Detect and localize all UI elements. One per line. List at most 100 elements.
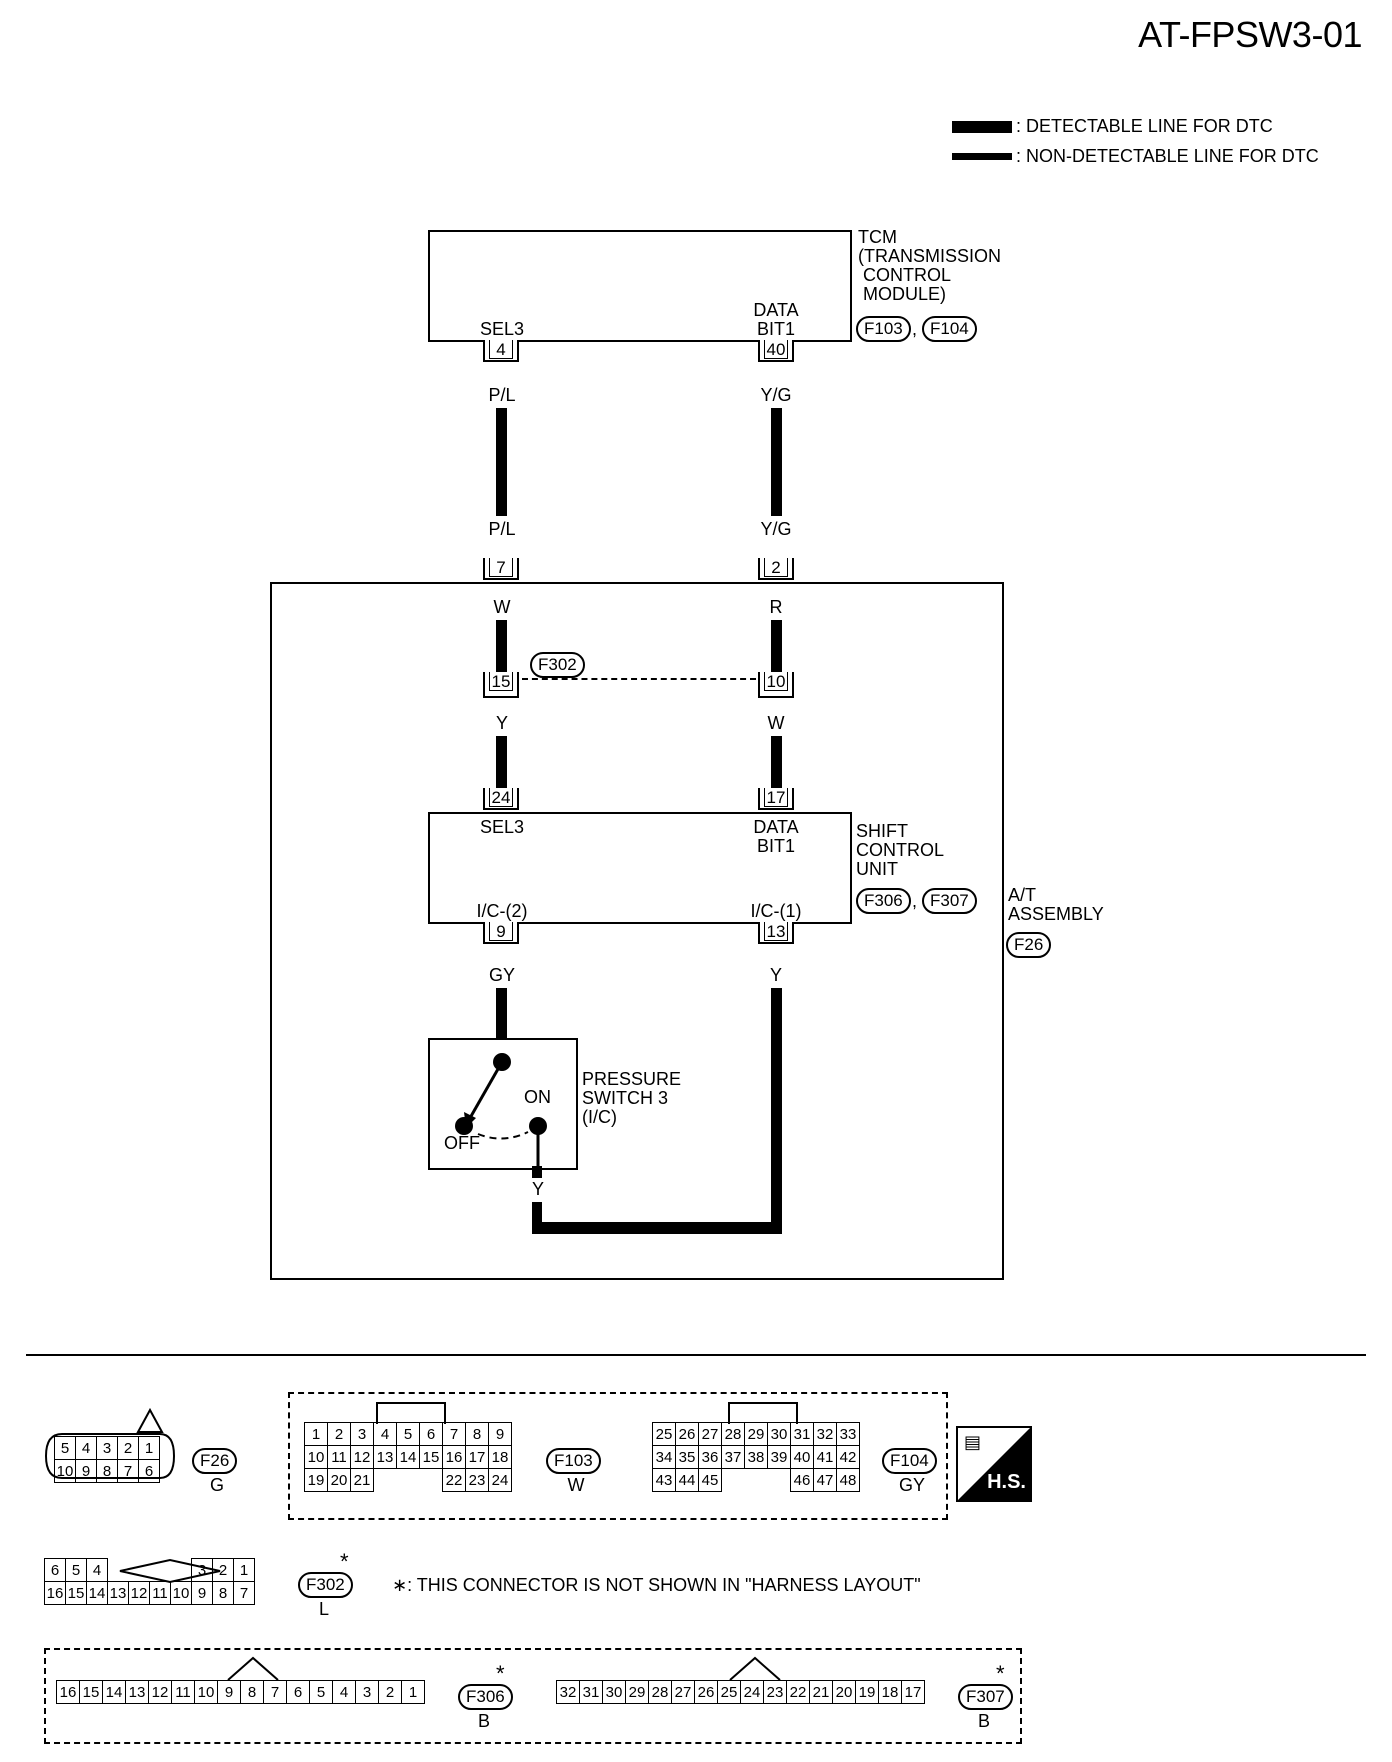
- f307-pin: 18: [878, 1680, 902, 1704]
- thick-line-swatch: [952, 120, 1012, 133]
- f104-pin: 31: [790, 1422, 814, 1446]
- f103-label: F103: [546, 1448, 601, 1474]
- f306-pin: 7: [263, 1680, 287, 1704]
- f302-pin: 11: [149, 1581, 171, 1605]
- f104-pin: 25: [652, 1422, 676, 1446]
- f306-row: 16 15 14 13 12 11 10 9 8 7 6 5 4 3 2 1: [56, 1680, 425, 1704]
- f103-pin: 12: [350, 1445, 374, 1469]
- scu-name: SHIFT CONTROL UNIT: [856, 821, 945, 879]
- wire-color-gy: GY: [488, 965, 516, 985]
- f307-pin: 26: [694, 1680, 718, 1704]
- f104-pin: 26: [675, 1422, 699, 1446]
- f104-pin: 34: [652, 1445, 676, 1469]
- f103-pin: 9: [488, 1422, 512, 1446]
- f104-row-1: 25 26 27 28 29 30 31 32 33: [652, 1422, 860, 1446]
- f307-key: [729, 1656, 781, 1680]
- connector-icon: ▤: [964, 1432, 982, 1452]
- switch-travel-arc: [477, 1131, 529, 1140]
- f306-pin: 2: [378, 1680, 402, 1704]
- f104-pin: 46: [790, 1468, 814, 1492]
- f103-pin: 15: [419, 1445, 443, 1469]
- f104-pin-grid: 25 26 27 28 29 30 31 32 33 34 35 36 37 3…: [652, 1422, 860, 1492]
- f103-pin: 24: [488, 1468, 512, 1492]
- legend-detectable: : DETECTABLE LINE FOR DTC: [952, 116, 1273, 137]
- f26-pin: 2: [117, 1436, 139, 1460]
- f302-pin: 12: [128, 1581, 150, 1605]
- f302-pin: 14: [86, 1581, 108, 1605]
- f26-pin: 9: [75, 1459, 97, 1483]
- wire-y-switch-down: [532, 1202, 542, 1234]
- wire-r: [771, 620, 782, 672]
- f104-pin: 42: [836, 1445, 860, 1469]
- f26-row-2: 10 9 8 7 6: [54, 1459, 160, 1483]
- scu-connector-group: [44, 1648, 1022, 1744]
- f103-pin: 5: [396, 1422, 420, 1446]
- f103-row-1: 1 2 3 4 5 6 7 8 9: [304, 1422, 512, 1446]
- f26-pin: 8: [96, 1459, 118, 1483]
- f103-pin: 13: [373, 1445, 397, 1469]
- f307-pin: 27: [671, 1680, 695, 1704]
- f302-pin: 4: [86, 1558, 108, 1582]
- f104-row-2: 34 35 36 37 38 39 40 41 42: [652, 1445, 860, 1469]
- harness-side-icon: ▤ H.S.: [956, 1426, 1032, 1502]
- f307-row: 32 31 30 29 28 27 26 25 24 23 22 21 20 1…: [556, 1680, 925, 1704]
- f306-pin: 13: [125, 1680, 149, 1704]
- f306-pin: 11: [171, 1680, 195, 1704]
- tcm-databit1-label: DATA BIT1: [753, 300, 799, 339]
- f307-pin: 25: [717, 1680, 741, 1704]
- f307-pin: 31: [579, 1680, 603, 1704]
- f103-pin: 11: [327, 1445, 351, 1469]
- f26-row-1: 5 4 3 2 1: [54, 1436, 160, 1460]
- f103-pin: 21: [350, 1468, 374, 1492]
- f307-color: B: [977, 1711, 991, 1731]
- wire-pl: [496, 408, 507, 516]
- f26-pin: 6: [138, 1459, 160, 1483]
- f103-row-3: 19 20 21 22 23 24: [304, 1468, 512, 1492]
- f103-pin: 4: [373, 1422, 397, 1446]
- f26-pin: 7: [117, 1459, 139, 1483]
- scu-ic1-label: I/C-(1): [750, 901, 802, 921]
- f26-pin-grid: 5 4 3 2 1 10 9 8 7 6: [54, 1436, 160, 1483]
- wire-color-yg-top: Y/G: [760, 385, 792, 405]
- f104-pin: 35: [675, 1445, 699, 1469]
- f104-pin: 27: [698, 1422, 722, 1446]
- f104-pin: 48: [836, 1468, 860, 1492]
- f104-row-3: 43 44 45 46 47 48: [652, 1468, 860, 1492]
- f302-row-1: 6 5 4 3 2 1: [44, 1558, 255, 1582]
- f104-pin: 45: [698, 1468, 722, 1492]
- f26-pin: 1: [138, 1436, 160, 1460]
- switch-arm: [468, 1061, 504, 1119]
- legend-detectable-label: : DETECTABLE LINE FOR DTC: [1016, 116, 1273, 136]
- f103-pin: 2: [327, 1422, 351, 1446]
- f307-pin: 17: [901, 1680, 925, 1704]
- f302-pin: 15: [65, 1581, 87, 1605]
- f104-label: F104: [882, 1448, 937, 1474]
- f104-pin: 44: [675, 1468, 699, 1492]
- thin-line-swatch: [952, 153, 1012, 160]
- f306-pin: 10: [194, 1680, 218, 1704]
- wire-y-right: [771, 988, 782, 1233]
- scu-ic2-label: I/C-(2): [476, 901, 528, 921]
- f104-pin: 39: [767, 1445, 791, 1469]
- f104-pin: 37: [721, 1445, 745, 1469]
- f302-pin-10: 10: [758, 672, 794, 698]
- switch-arrow: [464, 1112, 476, 1128]
- f307-star: *: [996, 1661, 1005, 1686]
- legend-non-detectable-label: : NON-DETECTABLE LINE FOR DTC: [1016, 146, 1319, 166]
- f104-pin: 29: [744, 1422, 768, 1446]
- f302-star: *: [340, 1549, 349, 1574]
- f306-pin: 9: [217, 1680, 241, 1704]
- f307-pin: 23: [763, 1680, 787, 1704]
- switch-stub: [532, 1166, 542, 1178]
- f103-pin: 22: [442, 1468, 466, 1492]
- f103-pin: 23: [465, 1468, 489, 1492]
- f302-pin: 7: [233, 1581, 255, 1605]
- f307-pin: 20: [832, 1680, 856, 1704]
- wire-color-r-inner: R: [769, 597, 783, 617]
- f26-pin: 5: [54, 1436, 76, 1460]
- f104-pin: 30: [767, 1422, 791, 1446]
- tcm-pin-40: 40: [758, 340, 794, 362]
- f104-pin: 38: [744, 1445, 768, 1469]
- section-divider: [26, 1354, 1366, 1356]
- tcm-pin-4: 4: [483, 340, 519, 362]
